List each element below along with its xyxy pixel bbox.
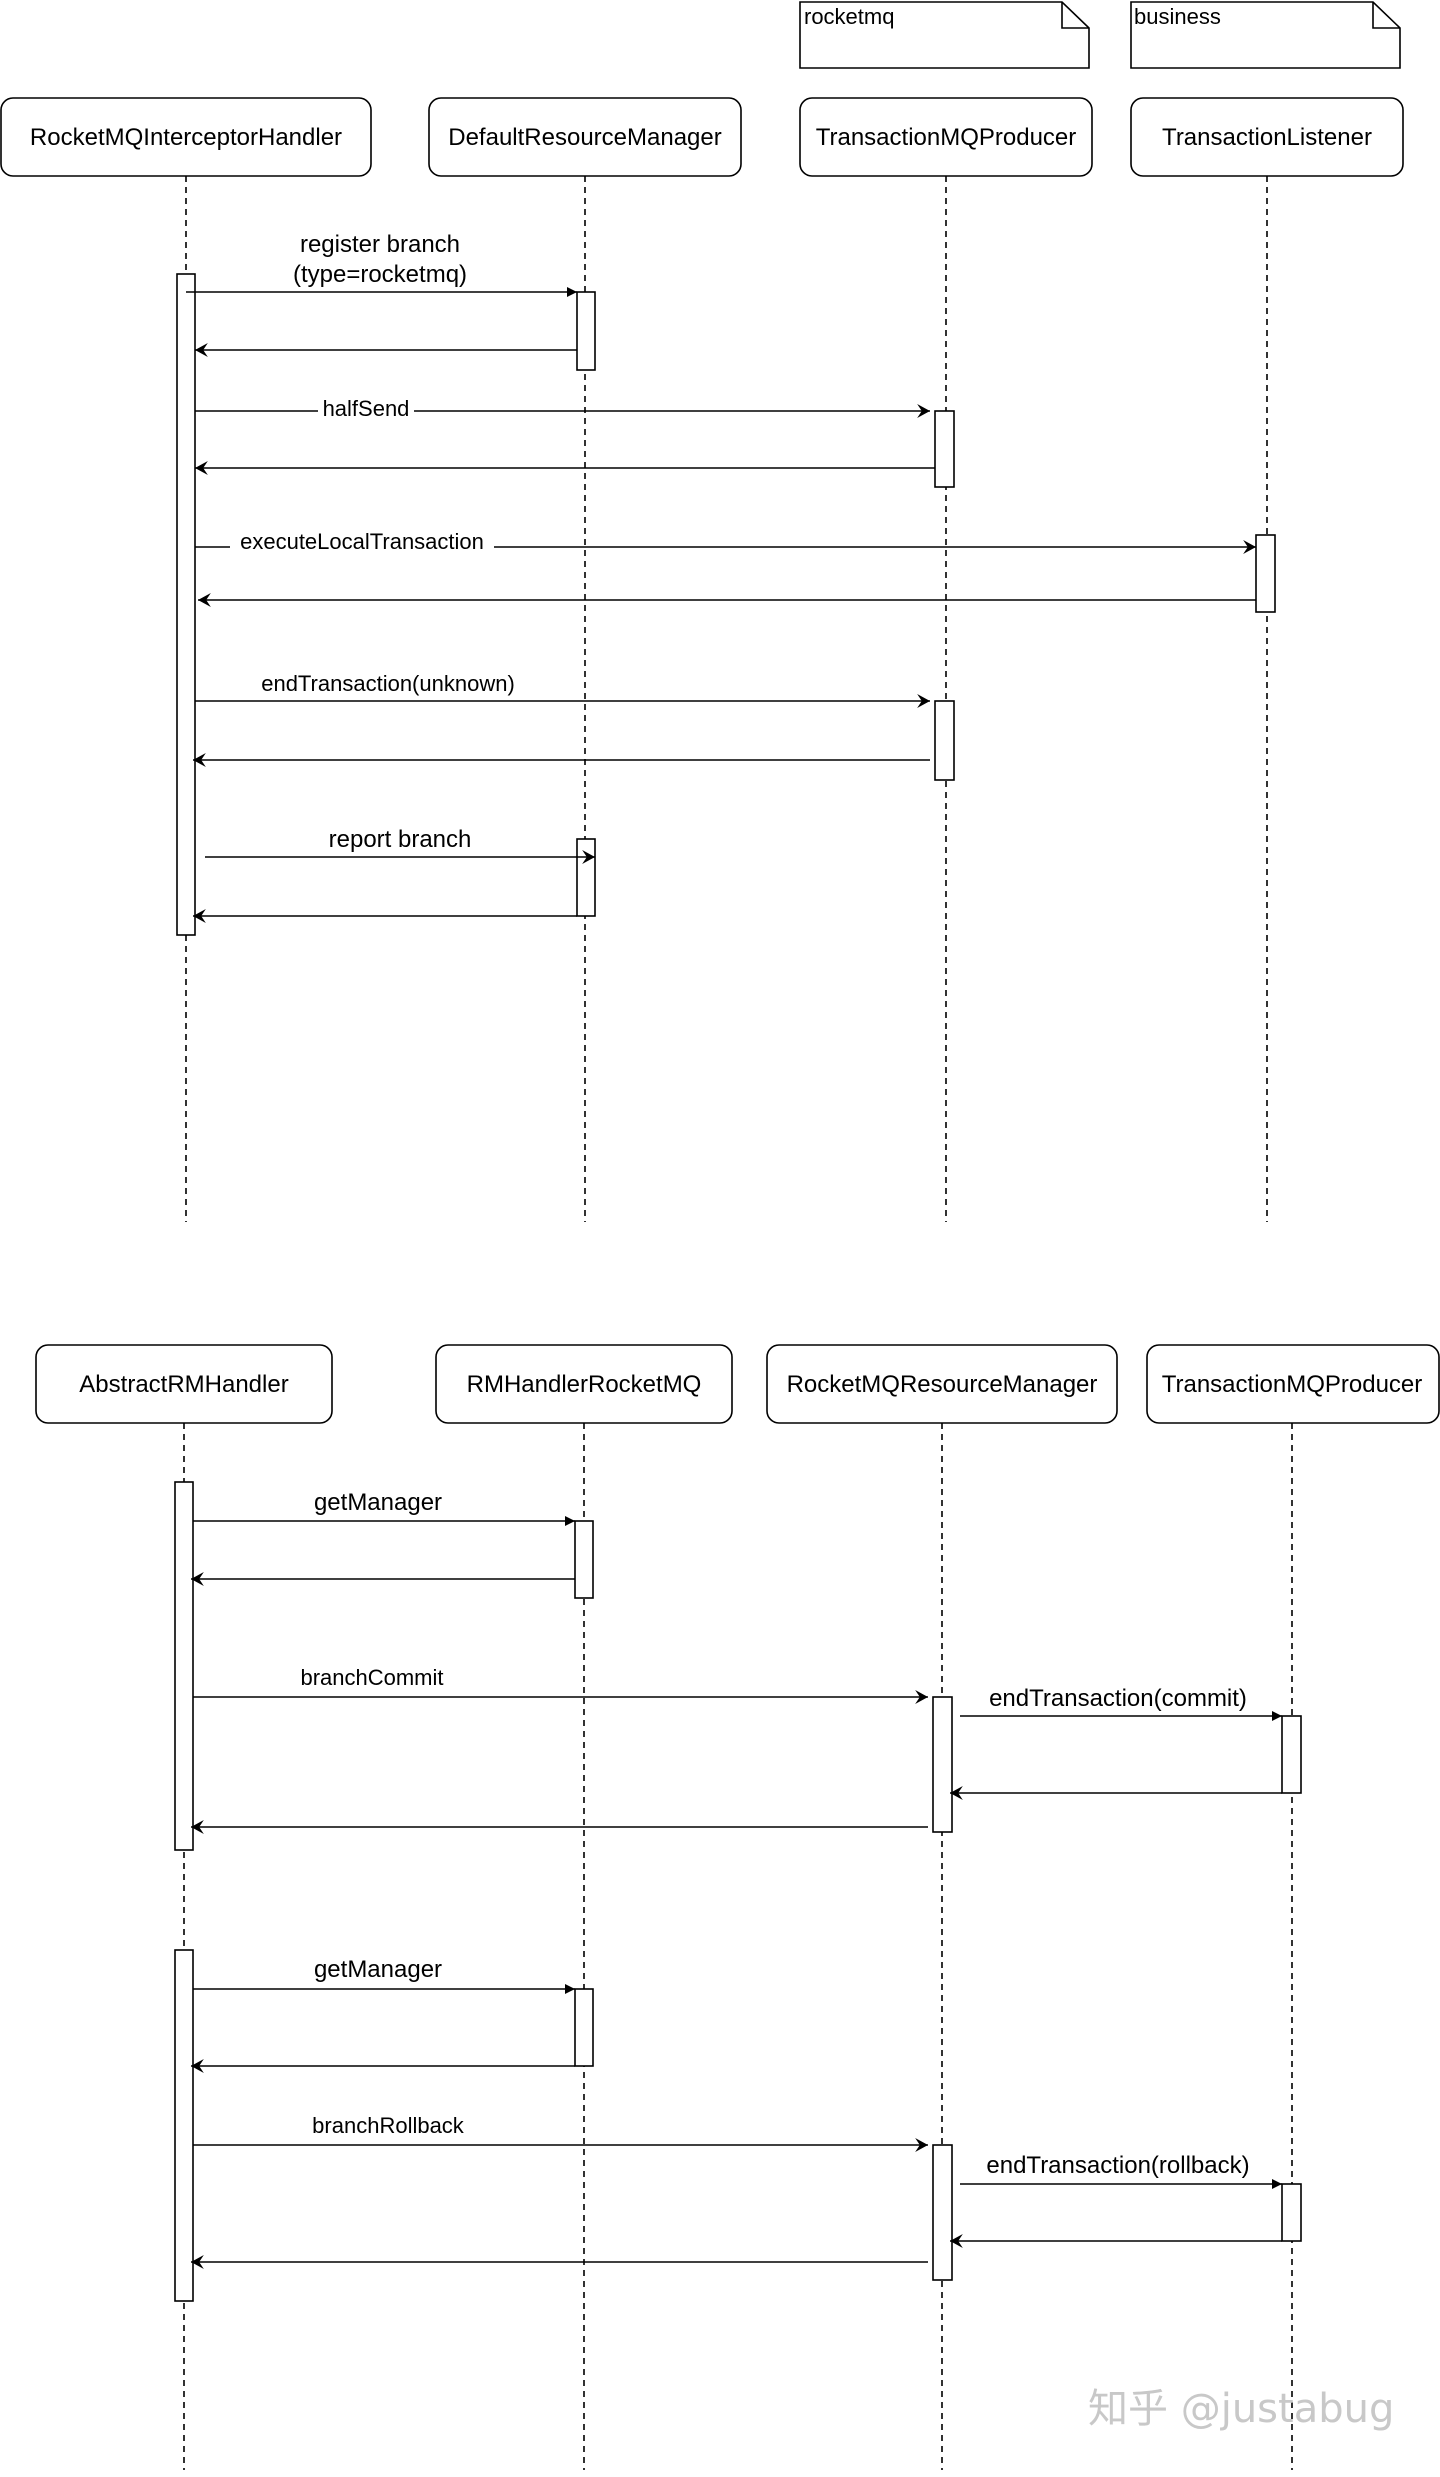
actor-rocketmq-interceptor-handler: RocketMQInterceptorHandler: [0, 97, 372, 177]
activation-rmqrm-commit: [932, 1696, 953, 1833]
message-report-branch: report branch: [205, 826, 595, 864]
activation-drm-register: [576, 291, 596, 371]
message-end-transaction-commit-label: endTransaction(commit): [989, 1685, 1247, 1712]
activation-drm-report: [576, 838, 596, 917]
message-branch-rollback: branchRollback: [193, 2113, 928, 2152]
message-end-transaction-unknown: endTransaction(unknown): [195, 671, 930, 708]
note-rocketmq-label: rocketmq: [804, 4, 894, 29]
message-register-branch-label: register branch: [300, 231, 460, 258]
note-rocketmq: rocketmq: [799, 1, 1090, 69]
message-get-manager-2: getManager: [193, 1956, 575, 1994]
message-end-transaction-rollback: endTransaction(rollback): [960, 2152, 1282, 2189]
diagram-1: rocketmq business RocketMQInterceptorHan…: [0, 1, 1404, 1222]
activation-abstract-rm-handler-rollback: [174, 1949, 194, 2302]
message-branch-rollback-label: branchRollback: [312, 2113, 465, 2138]
actor-transaction-mq-producer-2-label: TransactionMQProducer: [1162, 1371, 1423, 1398]
actor-transaction-listener-label: TransactionListener: [1162, 124, 1372, 151]
message-branch-commit: branchCommit: [193, 1665, 928, 1704]
message-halfsend-label: halfSend: [323, 396, 410, 421]
message-get-manager-1: getManager: [193, 1489, 575, 1526]
actor-default-resource-manager-label: DefaultResourceManager: [448, 124, 721, 151]
note-business: business: [1130, 1, 1401, 69]
actor-rocketmq-resource-manager: RocketMQResourceManager: [766, 1344, 1118, 1424]
activation-abstract-rm-handler-commit: [174, 1481, 194, 1851]
activation-rocketmq-interceptor-handler: [176, 273, 196, 936]
actor-transaction-listener: TransactionListener: [1130, 97, 1404, 177]
message-report-branch-label: report branch: [329, 826, 472, 853]
activation-tl-exec: [1255, 534, 1276, 613]
activation-rmh-getmanager-1: [574, 1520, 594, 1599]
actor-rocketmq-interceptor-handler-label: RocketMQInterceptorHandler: [30, 124, 342, 151]
message-branch-commit-label: branchCommit: [300, 1665, 443, 1690]
message-execute-local-transaction: executeLocalTransaction: [195, 529, 1256, 554]
message-get-manager-1-label: getManager: [314, 1489, 442, 1516]
activation-tmp-halfsend: [934, 410, 955, 488]
diagram-2: AbstractRMHandler RMHandlerRocketMQ Rock…: [35, 1344, 1440, 2470]
message-get-manager-2-label: getManager: [314, 1956, 442, 1983]
message-execute-local-transaction-label: executeLocalTransaction: [240, 529, 484, 554]
activation-rmh-getmanager-2: [574, 1988, 594, 2067]
message-end-transaction-commit: endTransaction(commit): [960, 1685, 1282, 1721]
actor-transaction-mq-producer: TransactionMQProducer: [799, 97, 1093, 177]
activation-tmp2-commit: [1281, 1715, 1302, 1794]
actor-default-resource-manager: DefaultResourceManager: [428, 97, 742, 177]
actor-rocketmq-resource-manager-label: RocketMQResourceManager: [787, 1371, 1098, 1398]
activation-tmp2-rollback: [1281, 2183, 1302, 2242]
actor-transaction-mq-producer-2: TransactionMQProducer: [1146, 1344, 1440, 1424]
message-halfsend: halfSend: [195, 396, 930, 421]
actor-abstract-rm-handler-label: AbstractRMHandler: [79, 1371, 288, 1398]
actor-transaction-mq-producer-label: TransactionMQProducer: [816, 124, 1077, 151]
message-register-branch-label-type: (type=rocketmq): [293, 261, 467, 288]
message-end-transaction-rollback-label: endTransaction(rollback): [986, 2152, 1249, 2179]
message-end-transaction-unknown-label: endTransaction(unknown): [261, 671, 515, 696]
note-business-label: business: [1134, 4, 1221, 29]
actor-abstract-rm-handler: AbstractRMHandler: [35, 1344, 333, 1424]
message-register-branch: register branch (type=rocketmq): [186, 231, 577, 297]
activation-rmqrm-rollback: [932, 2144, 953, 2281]
activation-tmp-endtx: [934, 700, 955, 781]
actor-rm-handler-rocketmq: RMHandlerRocketMQ: [435, 1344, 733, 1424]
actor-rm-handler-rocketmq-label: RMHandlerRocketMQ: [467, 1371, 702, 1398]
watermark: 知乎 @justabug: [1088, 2386, 1394, 2432]
